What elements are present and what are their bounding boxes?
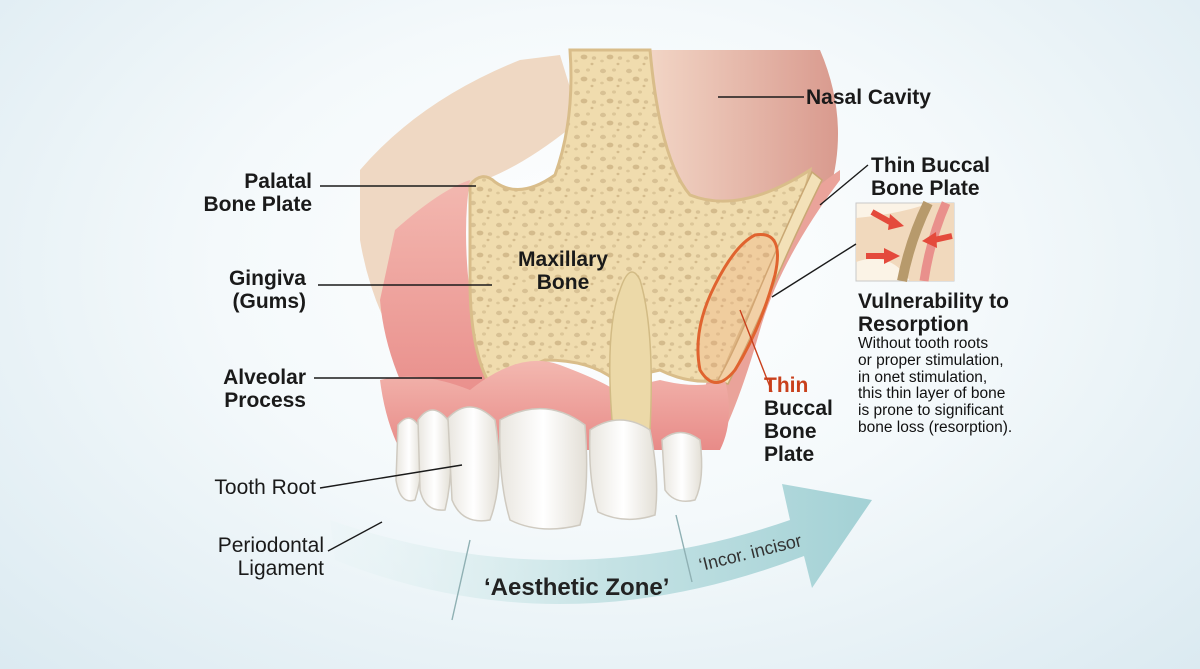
vulnerability-title-line1: Vulnerability to [858, 290, 1009, 313]
desc-line: in onet stimulation, [858, 368, 988, 386]
vulnerability-description: Without tooth roots or proper stimulatio… [858, 335, 1013, 437]
periodontal-line2: Ligament [237, 557, 324, 580]
aesthetic-zone-label: ‘Aesthetic Zone’ [484, 574, 669, 602]
thin-buccal-line1: Thin Buccal [871, 154, 991, 177]
label-maxillary-bone: Maxillary Bone [508, 248, 618, 294]
maxillary-line1: Maxillary [518, 248, 608, 271]
buccal-soft-tissue [700, 170, 840, 440]
tooth-root-text: Tooth Root [214, 476, 316, 499]
gingiva-tissue [380, 180, 500, 420]
desc-line: is prone to significant [858, 402, 1004, 420]
aesthetic-zone-arrow [330, 484, 872, 605]
label-thin-buccal-red-rest: Buccal Bone Plate [764, 397, 833, 466]
desc-line: this thin layer of bone [858, 385, 1006, 403]
label-thin-buccal-red: Thin [764, 374, 808, 397]
maxillary-line2: Bone [536, 271, 590, 294]
tooth-root-shape [609, 271, 652, 431]
label-thin-buccal-bone-plate: Thin Buccal Bone Plate [871, 154, 990, 200]
desc-line: Without tooth roots [858, 335, 989, 352]
nasal-cavity-text: Nasal Cavity [806, 86, 931, 109]
thin-red-line2: Buccal [764, 397, 833, 420]
label-palatal-bone-plate: Palatal Bone Plate [190, 170, 312, 216]
alveolar-line2: Process [224, 389, 306, 412]
leader-lines [314, 96, 869, 621]
gingiva-line1: Gingiva [228, 267, 306, 290]
label-tooth-root: Tooth Root [190, 476, 316, 499]
thin-buccal-plate-strip [716, 170, 823, 385]
palatal-line1: Palatal [244, 170, 312, 193]
label-gingiva: Gingiva (Gums) [200, 267, 306, 313]
label-nasal-cavity: Nasal Cavity [806, 86, 931, 109]
label-periodontal-ligament: Periodontal Ligament [196, 534, 324, 580]
teeth-row [395, 406, 703, 530]
thin-red-line1: Thin [764, 374, 809, 397]
thin-red-line3: Bone [764, 420, 817, 443]
palatal-line2: Bone Plate [203, 193, 312, 216]
thin-red-line4: Plate [764, 443, 815, 466]
nasal-cavity-shape [640, 50, 838, 206]
resorption-highlight-outline [696, 233, 779, 384]
thin-buccal-line2: Bone Plate [871, 177, 980, 200]
vulnerability-title: Vulnerability to Resorption [858, 290, 1009, 336]
alveolar-line1: Alveolar [223, 366, 306, 389]
desc-line: bone loss (resorption). [858, 418, 1013, 436]
gingiva-line2: (Gums) [232, 290, 307, 313]
aesthetic-zone-text: ‘Aesthetic Zone’ [484, 574, 670, 601]
periodontal-line1: Periodontal [217, 534, 324, 557]
desc-line: or proper stimulation, [858, 351, 1004, 369]
label-alveolar-process: Alveolar Process [194, 366, 306, 412]
vulnerability-title-line2: Resorption [858, 313, 969, 336]
resorption-inset [855, 200, 955, 282]
